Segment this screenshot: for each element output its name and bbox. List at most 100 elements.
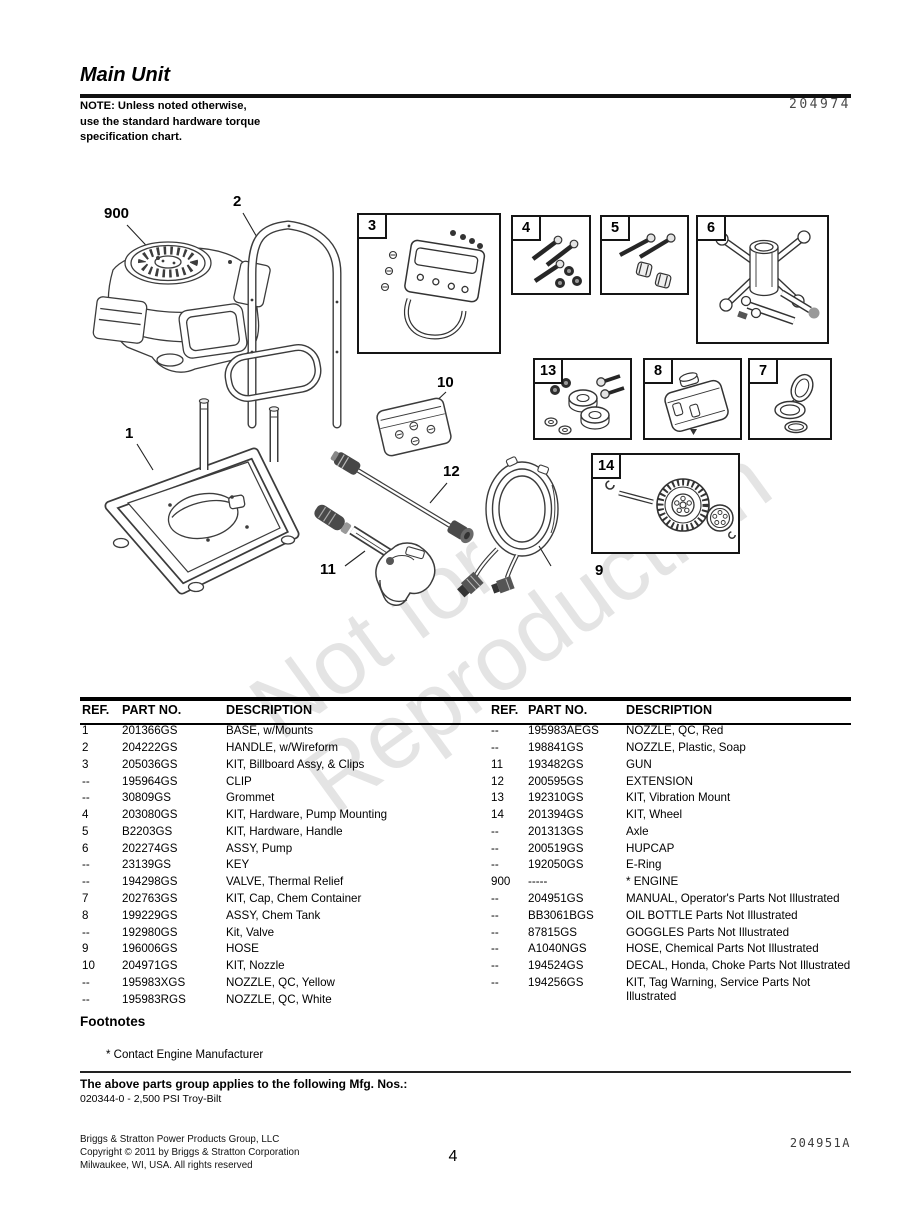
callout-base: 1	[125, 425, 134, 442]
note-line: specification chart.	[80, 131, 182, 143]
cell-ref: --	[491, 925, 499, 939]
cell-ref: 12	[491, 774, 504, 788]
cell-ref: 4	[82, 808, 89, 822]
cell-description: E-Ring	[626, 858, 662, 872]
cell-ref: --	[491, 975, 499, 989]
cell-ref: 11	[491, 757, 504, 771]
cell-part-number: BB3061BGS	[528, 908, 594, 922]
cell-ref: --	[491, 841, 499, 855]
cell-part-number: 204971GS	[122, 959, 178, 973]
cell-description: Grommet	[226, 791, 275, 805]
cell-description: CLIP	[226, 774, 252, 788]
cell-description: HOSE	[226, 942, 259, 956]
cell-part-number: 87815GS	[528, 925, 577, 939]
cell-ref: --	[491, 942, 499, 956]
parts-box-vibration-mount: 13	[533, 358, 632, 440]
cell-description: BASE, w/Mounts	[226, 724, 313, 738]
table-top-rule	[80, 697, 851, 701]
engine-art	[92, 241, 271, 373]
table-row: 7 202763GS KIT, Cap, Chem Container	[82, 891, 455, 908]
cell-ref: 3	[82, 757, 89, 771]
parts-box-chem-cap: 7	[748, 358, 832, 440]
callout-hose: 9	[595, 562, 604, 579]
cell-description: * ENGINE	[626, 875, 679, 889]
cell-ref: --	[491, 724, 499, 738]
cell-description: VALVE, Thermal Relief	[226, 875, 344, 889]
cell-ref: 6	[82, 841, 89, 855]
cell-ref: --	[82, 925, 90, 939]
cell-part-number: 198841GS	[528, 740, 584, 754]
box-number: 5	[600, 215, 630, 241]
torque-note: NOTE: Unless noted otherwise, use the st…	[80, 99, 320, 146]
parts-box-chem-tank: 8	[643, 358, 742, 440]
cell-part-number: 202763GS	[122, 892, 178, 905]
box-number: 8	[643, 358, 673, 384]
cell-ref: --	[82, 858, 90, 872]
cell-description: KIT, Cap, Chem Container	[226, 892, 362, 905]
cell-part-number: 195983XGS	[122, 975, 186, 989]
cell-description: Kit, Valve	[226, 925, 275, 939]
cell-description: KIT, Vibration Mount	[626, 791, 731, 805]
cell-ref: 14	[491, 808, 504, 822]
parts-box-wheel-kit: 14	[591, 453, 740, 554]
cell-ref: --	[82, 791, 90, 805]
footnote-item: * Contact Engine Manufacturer	[106, 1049, 264, 1061]
col-header-ref: REF.	[82, 703, 110, 717]
table-header-rule	[80, 722, 851, 725]
cell-ref: 9	[82, 942, 89, 956]
base-art	[104, 398, 300, 595]
cell-part-number: 201394GS	[528, 808, 584, 822]
callout-hardware-bag: 10	[437, 374, 454, 391]
cell-part-number: A1040NGS	[528, 942, 587, 956]
cell-ref: 10	[82, 959, 95, 973]
cell-description: KEY	[226, 858, 250, 872]
box-number: 13	[533, 358, 564, 384]
cell-part-number: 200595GS	[528, 774, 584, 788]
cell-description: KIT, Wheel	[626, 808, 683, 822]
cell-description: NOZZLE, QC, White	[226, 992, 332, 1006]
mfg-heading: The above parts group applies to the fol…	[80, 1077, 408, 1091]
cell-ref: 7	[82, 892, 89, 905]
box-number: 7	[748, 358, 778, 384]
cell-ref: 900	[491, 875, 511, 889]
parts-box-billboard-kit: 3	[357, 213, 501, 354]
cell-ref: --	[82, 975, 90, 989]
cell-ref: --	[491, 908, 499, 922]
cell-ref: --	[491, 824, 499, 838]
cell-description: KIT, Tag Warning, Service Parts Not Illu…	[626, 975, 811, 1004]
cell-ref: 1	[82, 724, 89, 738]
footer-company-block: Briggs & Stratton Power Products Group, …	[80, 1133, 299, 1173]
cell-part-number: 195983RGS	[122, 992, 186, 1006]
footer-line: Copyright © 2011 by Briggs & Stratton Co…	[80, 1147, 300, 1159]
cell-description: DECAL, Honda, Choke Parts Not Illustrate…	[626, 959, 851, 973]
callout-handle: 2	[233, 193, 242, 210]
cell-description: NOZZLE, Plastic, Soap	[626, 740, 746, 754]
cell-description: KIT, Hardware, Pump Mounting	[226, 808, 388, 822]
cell-description: Axle	[626, 824, 649, 838]
cell-part-number: 194298GS	[122, 875, 178, 889]
col-header-part: PART NO.	[122, 703, 182, 717]
cell-ref: 8	[82, 908, 89, 922]
cell-description: HUPCAP	[626, 841, 675, 855]
cell-description: ASSY, Pump	[226, 841, 293, 855]
cell-description: EXTENSION	[626, 774, 693, 788]
page-number: 4	[448, 1148, 458, 1165]
callout-engine: 900	[104, 205, 130, 222]
cell-ref: 13	[491, 791, 504, 805]
